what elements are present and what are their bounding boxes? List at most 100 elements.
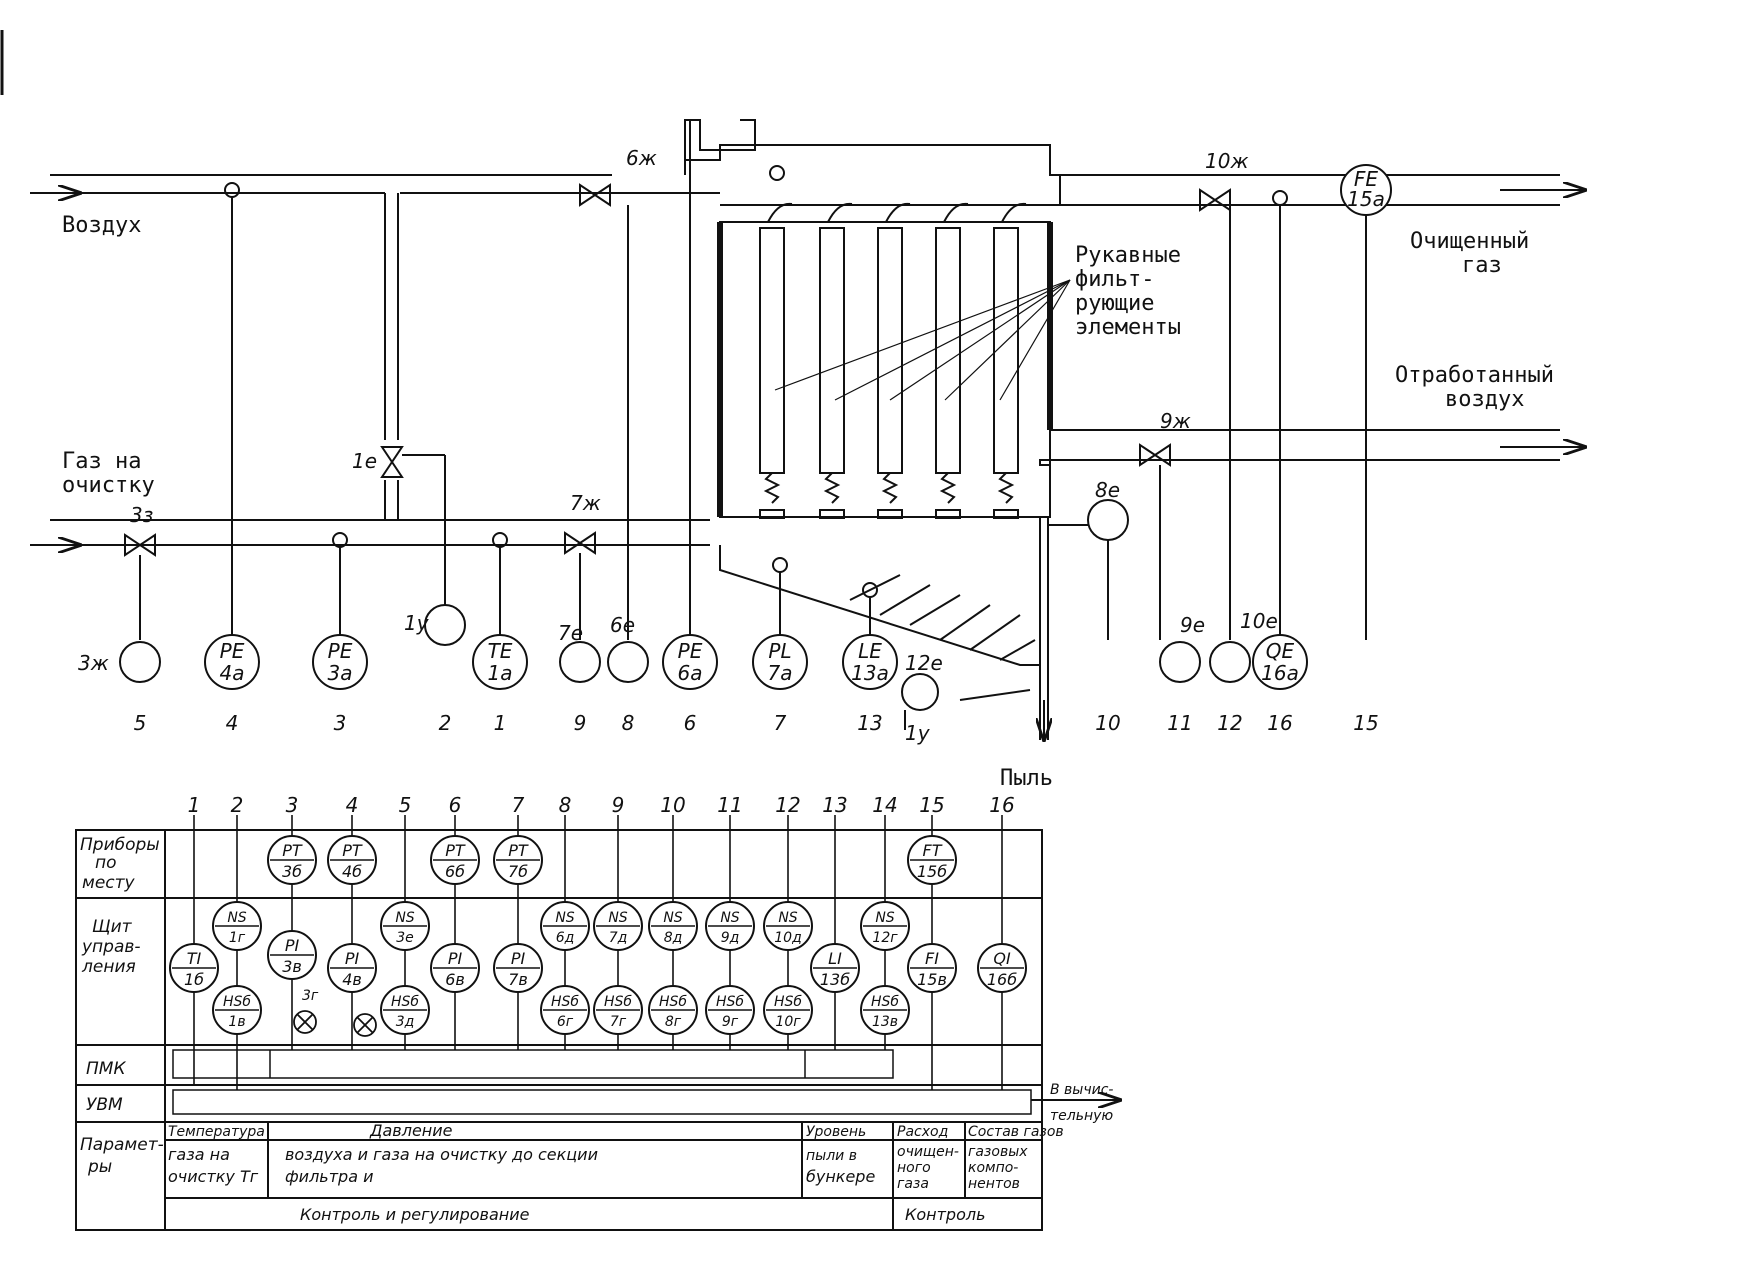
line-number: 4 xyxy=(226,711,239,735)
instrument-bottom: 10г xyxy=(775,1014,801,1030)
instrument-bottom: 3a xyxy=(328,661,353,685)
instrument-bottom: 15в xyxy=(917,970,947,989)
valve-10zh xyxy=(1199,188,1231,212)
instrument-bottom: 13в xyxy=(872,1014,898,1030)
row-label: ПМК xyxy=(86,1059,126,1079)
instrument-bottom: 13б xyxy=(820,970,850,989)
control-regulation-label: Контроль и регулирование xyxy=(300,1205,530,1224)
instrument-top: HSб xyxy=(774,994,802,1010)
instrument-top: PT xyxy=(282,841,303,860)
column-number: 9 xyxy=(612,793,625,817)
line-number: 9 xyxy=(574,711,587,735)
instrument-bottom: 3в xyxy=(282,957,302,976)
column-number: 7 xyxy=(512,793,525,817)
instrument-bottom: 7б xyxy=(508,862,528,881)
param-comp-2: компо- xyxy=(968,1160,1018,1176)
to-computer-label: тельную xyxy=(1050,1108,1113,1124)
label-clean-gas-1: Очищенный xyxy=(1410,229,1529,254)
instrument-top: LE xyxy=(858,639,882,663)
param-flow-2: ного xyxy=(897,1160,931,1176)
table-frame xyxy=(75,829,1043,1231)
instrument-bottom: 13a xyxy=(851,661,889,685)
field-tag: 1у xyxy=(404,611,430,635)
label-filter-2: фильт- xyxy=(1075,267,1154,292)
param-flow-head: Расход xyxy=(897,1124,948,1140)
instrument-bottom: 12г xyxy=(872,930,898,946)
valve-label: 10ж xyxy=(1205,149,1248,173)
instrument-bottom: 6a xyxy=(678,661,703,685)
row-label: Щит xyxy=(92,917,133,937)
valve-label: 7ж xyxy=(570,491,601,515)
instrument-bottom: 4a xyxy=(220,661,245,685)
field-tag: 9е xyxy=(1180,613,1205,637)
label-dust: Пыль xyxy=(1000,766,1053,791)
row-label: УВМ xyxy=(86,1095,123,1115)
instrument-top: NS xyxy=(555,910,574,926)
instrument-bottom: 7г xyxy=(610,1014,627,1030)
instrument-bottom: 4б xyxy=(342,862,362,881)
fe-15a-top: FE xyxy=(1354,167,1379,191)
param-comp-head: Состав газов xyxy=(968,1124,1064,1140)
line-number: 2 xyxy=(439,711,452,735)
valve-9zh xyxy=(1139,443,1171,467)
param-temp-1: газа на xyxy=(168,1145,230,1164)
instrument-bottom: 9д xyxy=(721,930,740,946)
valve-3z xyxy=(124,533,156,557)
column-numbers: 1 2 3 4 5 6 7 8 9 10 11 12 13 14 15 16 xyxy=(188,793,1015,817)
param-level-1: пыли в xyxy=(806,1148,857,1164)
label-spent-air-2: воздух xyxy=(1445,387,1524,412)
uvm-bar xyxy=(172,1089,1032,1115)
param-temp-head: Температура xyxy=(168,1124,265,1140)
instrument-top: PE xyxy=(220,639,245,663)
circle-dividers xyxy=(172,859,1024,1011)
column-number: 2 xyxy=(231,793,244,817)
row-label: месту xyxy=(82,873,136,893)
valve-6zh xyxy=(579,183,611,207)
instrument-bottom: 9г xyxy=(722,1014,739,1030)
flow-element-15a xyxy=(1340,164,1392,216)
instrument-top: QI xyxy=(993,949,1011,968)
line-number: 15 xyxy=(1353,711,1378,735)
valve-1e xyxy=(380,446,404,478)
instrument-top: LI xyxy=(828,949,842,968)
to-computer-label: В вычис- xyxy=(1050,1082,1113,1098)
label-spent-air-1: Отработанный xyxy=(1395,363,1554,388)
instrument-bottom: 7a xyxy=(768,661,793,685)
filter-sleeves xyxy=(759,202,1027,519)
column-number: 8 xyxy=(559,793,572,817)
column-number: 3 xyxy=(286,793,299,817)
field-tag: 7е xyxy=(558,621,583,645)
instrument-top: HSб xyxy=(659,994,687,1010)
param-level-2: бункере xyxy=(806,1167,875,1186)
column-number: 14 xyxy=(872,793,897,817)
instrument-top: PI xyxy=(511,949,526,968)
instrument-bottom: 6д xyxy=(556,930,575,946)
row-label: ры xyxy=(87,1157,112,1177)
control-label: Контроль xyxy=(905,1205,986,1224)
valve-7zh xyxy=(564,531,596,555)
valve-label: 9ж xyxy=(1160,409,1191,433)
valve-label: 1е xyxy=(352,449,377,473)
line-number: 8 xyxy=(622,711,635,735)
line-number: 16 xyxy=(1267,711,1292,735)
instrument-top: PT xyxy=(342,841,363,860)
column-number: 13 xyxy=(822,793,847,817)
fe-15a-bottom: 15a xyxy=(1347,187,1385,211)
instrument-top: NS xyxy=(608,910,627,926)
line-number: 6 xyxy=(684,711,697,735)
process-instruments xyxy=(119,164,1392,711)
column-number: 6 xyxy=(449,793,462,817)
instrument-top: NS xyxy=(720,910,739,926)
instrument-bottom: 7д xyxy=(609,930,628,946)
instrument-bottom: 3д xyxy=(396,1014,415,1030)
instrument-top: PT xyxy=(508,841,529,860)
param-pressure-1: воздуха и газа на очистку до секции xyxy=(285,1145,598,1164)
column-number: 4 xyxy=(346,793,359,817)
instrument-bottom: 1в xyxy=(228,1014,245,1030)
instrument-bottom: 16a xyxy=(1261,661,1299,685)
instrument-top: TE xyxy=(488,639,513,663)
lamp-label: 3г xyxy=(302,988,319,1004)
row-labels: Приборы по месту Щит управ- ления ПМК УВ… xyxy=(80,835,164,1177)
line-number: 11 xyxy=(1167,711,1192,735)
instrument-top: HSб xyxy=(604,994,632,1010)
